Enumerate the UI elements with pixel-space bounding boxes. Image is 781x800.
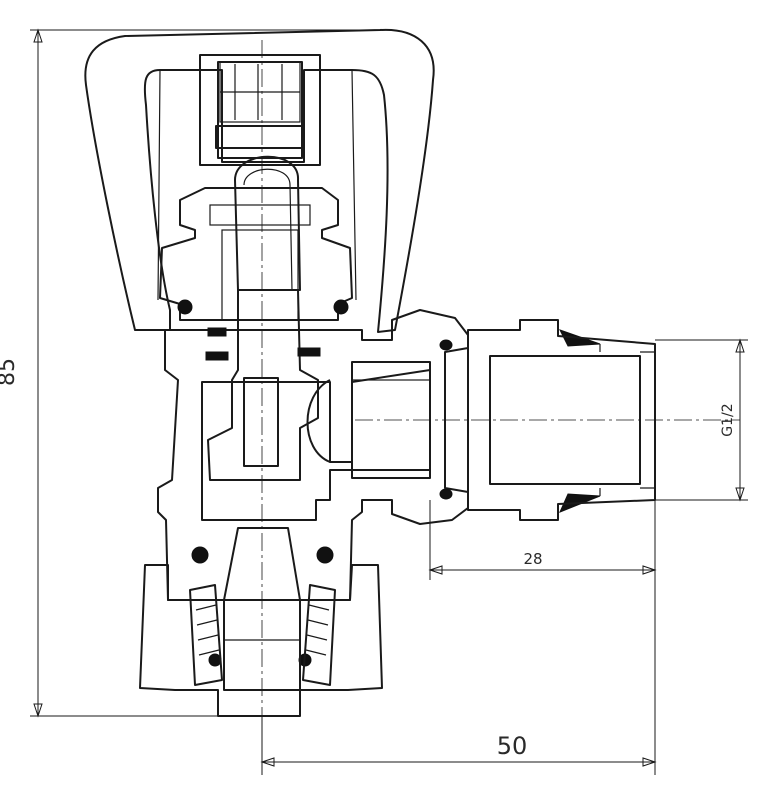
dimension-85: 85: [0, 28, 380, 718]
bonnet: [159, 187, 353, 321]
compression-fitting: [139, 527, 383, 717]
o-rings: [177, 299, 601, 667]
dimension-50: 50: [260, 500, 657, 775]
dimension-g12: G1/2: [655, 338, 748, 502]
cap-nut: [199, 54, 321, 166]
handle: [84, 28, 435, 333]
dimension-28: 28: [428, 500, 657, 580]
center-lines: [261, 40, 740, 765]
dimension-28-label: 28: [523, 550, 542, 568]
spindle: [207, 155, 319, 481]
dimension-85-label: 85: [0, 358, 20, 386]
dimension-50-label: 50: [497, 732, 528, 760]
dimension-g12-label: G1/2: [720, 403, 736, 436]
